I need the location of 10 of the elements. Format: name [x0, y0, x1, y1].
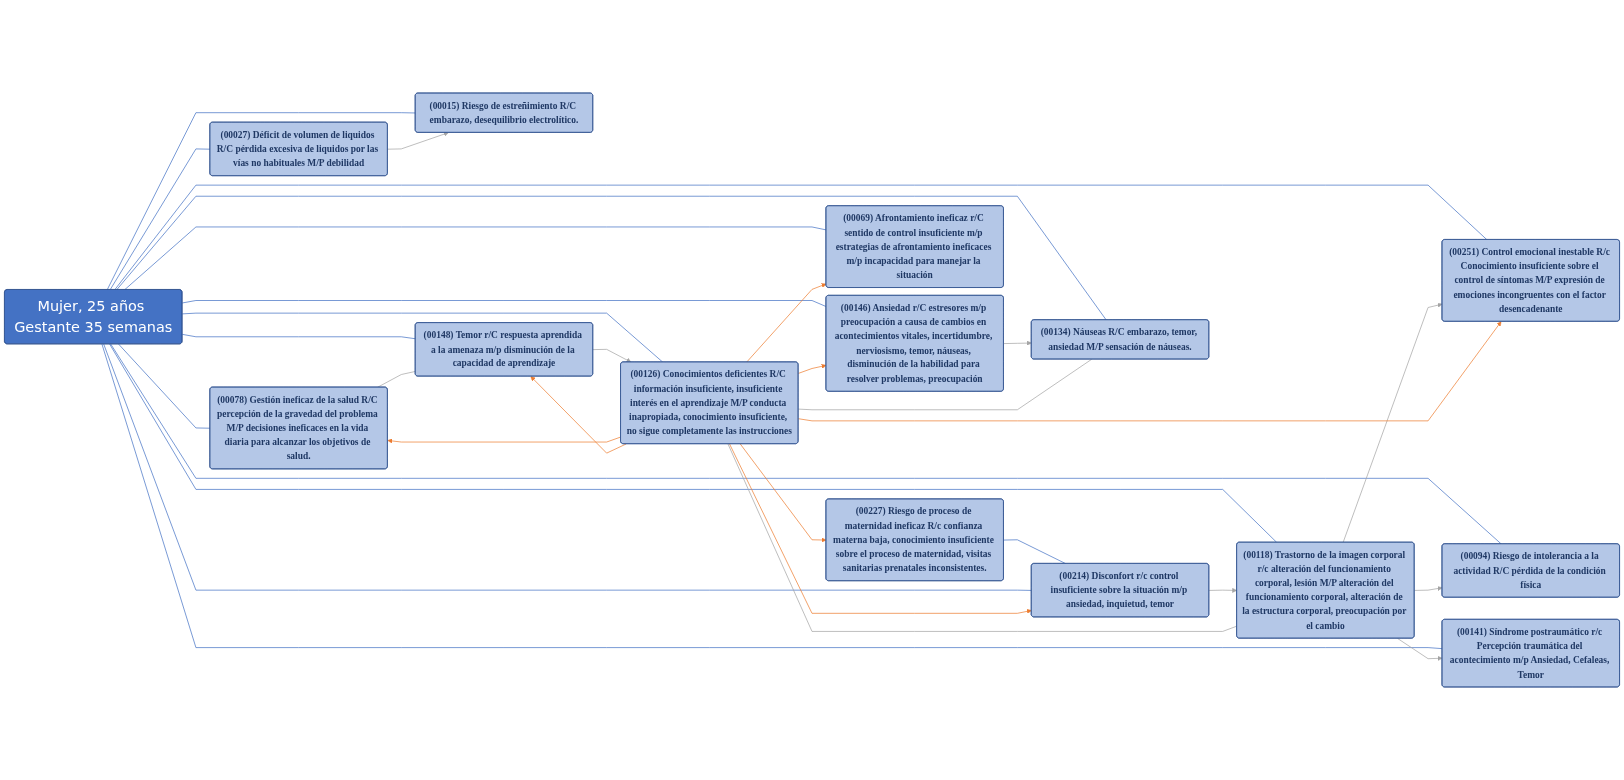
connector: [114, 184, 1488, 291]
connector: [181, 334, 416, 340]
connector: [116, 195, 1107, 321]
connector: [109, 148, 211, 291]
connector: [124, 226, 827, 291]
connector: [103, 343, 1032, 591]
connector: [106, 112, 416, 291]
connector: [181, 300, 827, 307]
connector: [118, 343, 211, 429]
connector: [377, 371, 416, 388]
